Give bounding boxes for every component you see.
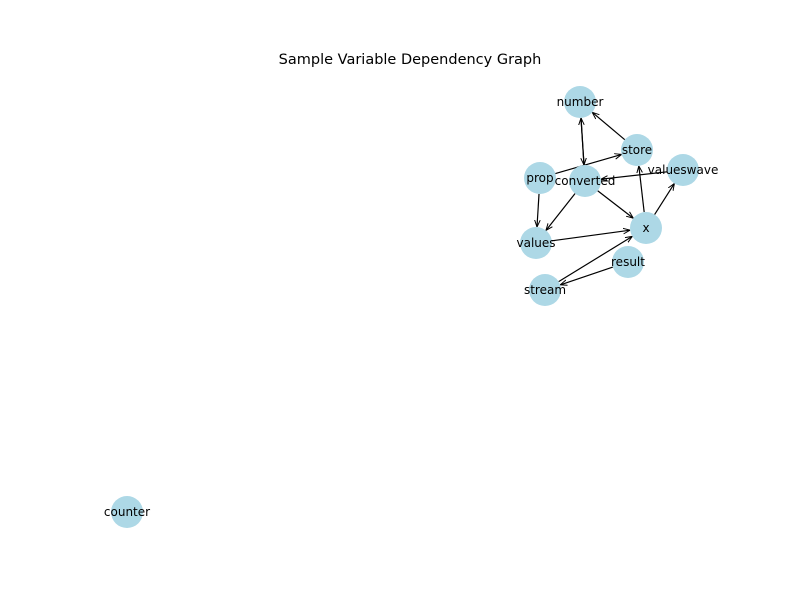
node-label: counter xyxy=(104,505,150,519)
edge-converted-to-number xyxy=(581,118,584,166)
node-label: prop xyxy=(526,171,553,185)
edge-stream-to-x xyxy=(558,236,633,283)
edge-result-to-stream xyxy=(560,266,614,285)
node-values: values xyxy=(516,227,556,259)
edge-x-to-store xyxy=(639,166,645,213)
node-stream: stream xyxy=(524,274,566,306)
node-circle xyxy=(630,212,662,244)
node-store: store xyxy=(621,134,653,166)
edge-converted-to-values xyxy=(546,193,576,231)
node-converted: converted xyxy=(555,165,616,197)
node-circle xyxy=(612,246,644,278)
node-circle xyxy=(529,274,561,306)
node-circle xyxy=(524,162,556,194)
node-label: stream xyxy=(524,283,566,297)
node-result: result xyxy=(611,246,645,278)
edges-layer xyxy=(537,112,674,285)
edge-values-to-x xyxy=(551,230,630,242)
node-circle xyxy=(621,134,653,166)
node-x: x xyxy=(630,212,662,244)
edge-x-to-valueswave xyxy=(654,183,675,215)
node-label: x xyxy=(642,221,649,235)
node-label: number xyxy=(557,95,604,109)
edge-store-to-number xyxy=(592,112,626,141)
node-prop: prop xyxy=(524,162,556,194)
node-circle xyxy=(564,86,596,118)
node-counter: counter xyxy=(104,496,150,528)
node-label: converted xyxy=(555,174,616,188)
node-circle xyxy=(569,165,601,197)
node-circle xyxy=(111,496,143,528)
node-label: result xyxy=(611,255,645,269)
node-valueswave: valueswave xyxy=(648,154,719,186)
node-circle xyxy=(520,227,552,259)
node-number: number xyxy=(557,86,604,118)
node-label: store xyxy=(622,143,652,157)
node-circle xyxy=(667,154,699,186)
edge-prop-to-values xyxy=(537,193,539,227)
edge-prop-to-store xyxy=(555,154,621,175)
graph-title: Sample Variable Dependency Graph xyxy=(279,52,542,68)
node-label: valueswave xyxy=(648,163,719,177)
edge-converted-to-x xyxy=(597,190,634,218)
node-label: values xyxy=(516,236,555,250)
edge-valueswave-to-converted xyxy=(601,171,668,179)
